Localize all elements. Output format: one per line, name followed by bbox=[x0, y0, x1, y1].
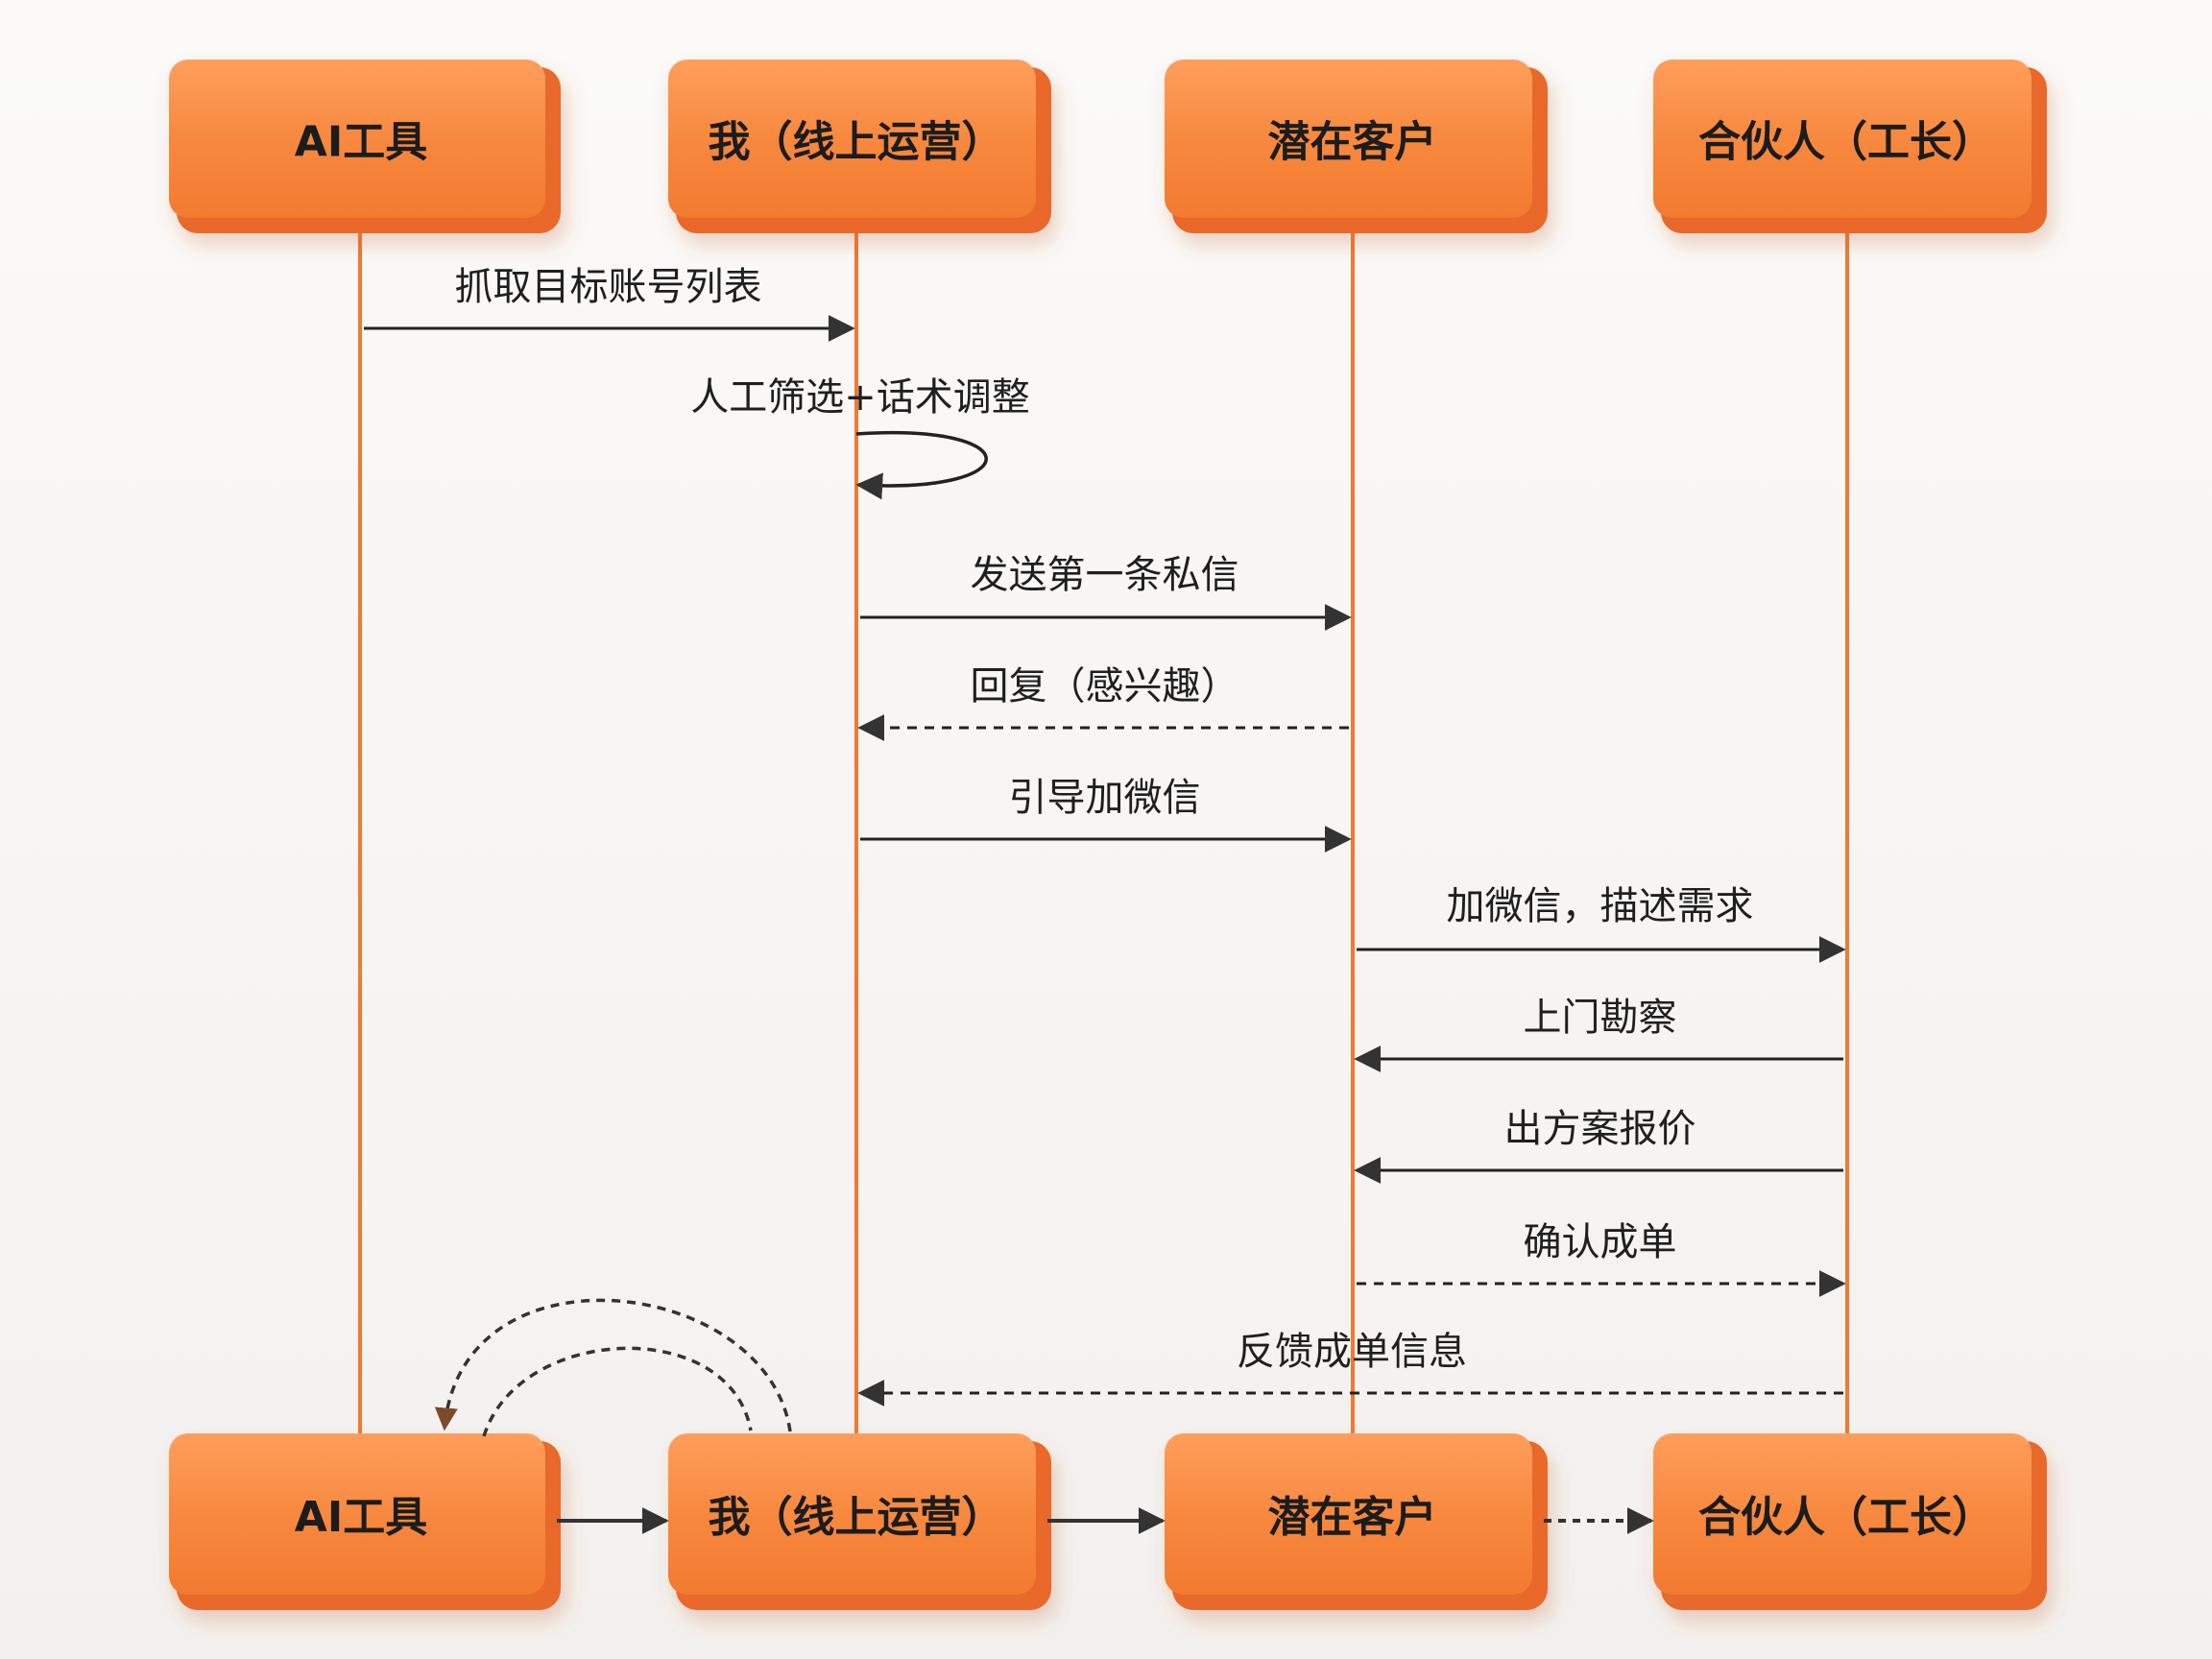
message-label: 人工筛选+话术调整 bbox=[690, 375, 1030, 420]
participant-box-top: 潜在客户 bbox=[1165, 60, 1548, 233]
participant-label: 我（线上运营） bbox=[709, 118, 1004, 167]
message-label: 反馈成单信息 bbox=[1237, 1330, 1467, 1374]
message: 引导加微信 bbox=[860, 776, 1352, 853]
participant-box-bottom: AI工具 bbox=[169, 1433, 561, 1610]
feedback-arc-inner bbox=[482, 1346, 753, 1437]
participant-label: 合伙人（工长） bbox=[1698, 1493, 1994, 1542]
message: 抓取目标账号列表 bbox=[364, 265, 855, 342]
message-label: 发送第一条私信 bbox=[971, 553, 1239, 597]
message-label: 加微信，描述需求 bbox=[1447, 884, 1754, 928]
participant-box-top: 合伙人（工长） bbox=[1653, 60, 2047, 233]
message-label: 确认成单 bbox=[1524, 1220, 1677, 1264]
message: 出方案报价 bbox=[1354, 1107, 1843, 1184]
message-label: 抓取目标账号列表 bbox=[455, 265, 762, 309]
participant-box-top: 我（线上运营） bbox=[668, 60, 1051, 233]
feedback-arc-outer bbox=[434, 1298, 792, 1432]
participant-label: 潜在客户 bbox=[1268, 118, 1437, 167]
message: 发送第一条私信 bbox=[860, 553, 1352, 631]
message: 人工筛选+话术调整 bbox=[690, 375, 1030, 500]
message-label: 引导加微信 bbox=[1009, 776, 1201, 820]
message-label: 回复（感兴趣） bbox=[971, 664, 1239, 709]
message: 加微信，描述需求 bbox=[1357, 884, 1846, 963]
participant-box-top: AI工具 bbox=[169, 60, 561, 233]
message-label: 上门勘察 bbox=[1524, 996, 1677, 1040]
self-loop-arrow bbox=[855, 431, 988, 500]
participant-label: 潜在客户 bbox=[1268, 1493, 1437, 1542]
participant-label: AI工具 bbox=[295, 118, 427, 167]
participant-label: 我（线上运营） bbox=[709, 1493, 1004, 1542]
participant-box-bottom: 合伙人（工长） bbox=[1653, 1433, 2047, 1610]
participant-label: 合伙人（工长） bbox=[1698, 118, 1994, 167]
message-label: 出方案报价 bbox=[1504, 1107, 1696, 1151]
message: 反馈成单信息 bbox=[857, 1330, 1843, 1407]
participant-label: AI工具 bbox=[295, 1493, 427, 1542]
message: 回复（感兴趣） bbox=[857, 664, 1349, 741]
message: 确认成单 bbox=[1357, 1220, 1846, 1297]
participant-box-bottom: 潜在客户 bbox=[1165, 1433, 1548, 1610]
participant-box-bottom: 我（线上运营） bbox=[668, 1433, 1051, 1610]
message: 上门勘察 bbox=[1354, 996, 1843, 1072]
